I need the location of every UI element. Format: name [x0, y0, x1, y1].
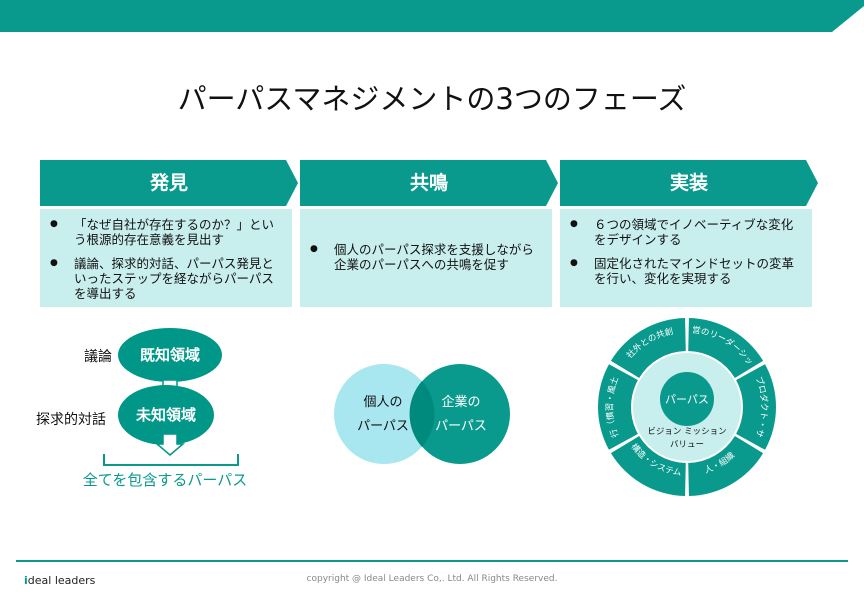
bullet-item: 議論、探求的対話、パーパス発見といったステップを経ながらパーパスを導出する [40, 256, 292, 301]
bullet-item: ６つの領域でイノベーティブな変化をデザインする [560, 217, 812, 247]
venn-left-line2: パーパス [357, 419, 409, 434]
implementation-wheel: 経営のリーダーシップ事業・プロダクト・サービス人・組織構造・システム慣行（慣習・… [596, 316, 776, 496]
venn-right-line1: 企業の [441, 395, 481, 410]
purpose-core [660, 372, 714, 426]
phase-description-resonance: 個人のパーパス探求を支援しながら企業のパーパスへの共鳴を促す [300, 209, 552, 307]
discussion-label: 議論 [84, 349, 112, 365]
encompassing-purpose-caption: 全てを包含するパーパス [82, 471, 248, 489]
company-logo: ideal leaders [24, 574, 95, 587]
phase-header-implementation: 実装 [560, 160, 818, 206]
dialogue-label: 探求的対話 [36, 412, 106, 428]
wheel-segment [610, 436, 686, 496]
wheel-segment [688, 436, 764, 496]
wheel-segment [610, 318, 686, 378]
wheel-segment [688, 318, 764, 378]
corporate-purpose-label: 企業の パーパス [426, 391, 496, 439]
bullet-item: 「なぜ自社が存在するのか？」という根源的存在意義を見出す [40, 217, 292, 247]
bracket [103, 454, 239, 466]
copyright-text: copyright @ Ideal Leaders Co,. Ltd. All … [306, 574, 558, 584]
footer-divider [16, 560, 848, 562]
top-banner [0, 0, 864, 32]
known-domain-oval: 既知領域 [118, 328, 222, 382]
venn-left-line1: 個人の [363, 395, 403, 410]
logo-text: deal leaders [27, 574, 96, 587]
phase-label: 発見 [149, 172, 188, 194]
venn-right-line2: パーパス [435, 419, 487, 434]
phase-header-resonance: 共鳴 [300, 160, 558, 206]
bullet-item: 固定化されたマインドセットの変革を行い、変化を実現する [560, 256, 812, 286]
phase-label: 共鳴 [409, 172, 448, 194]
value-label: バリュー [670, 440, 704, 450]
down-arrow-icon [155, 434, 185, 456]
phase-description-discovery: 「なぜ自社が存在するのか？」という根源的存在意義を見出す 議論、探求的対話、パー… [40, 209, 292, 307]
wheel-segment [736, 364, 776, 450]
individual-purpose-label: 個人の パーパス [348, 391, 418, 439]
phase-description-implementation: ６つの領域でイノベーティブな変化をデザインする 固定化されたマインドセットの変革… [560, 209, 812, 307]
page-title: パーパスマネジメントの3つのフェーズ [177, 82, 687, 116]
phase-header-discovery: 発見 [40, 160, 298, 206]
purpose-core-label: パーパス [665, 393, 709, 406]
venn-diagram [334, 364, 510, 464]
bullet-item: 個人のパーパス探求を支援しながら企業のパーパスへの共鳴を促す [300, 242, 552, 272]
logo-mark: i [24, 574, 28, 587]
vision-mission-label: ビジョン ミッション [647, 427, 726, 437]
wheel-segment [598, 364, 638, 450]
phase-label: 実装 [669, 172, 708, 194]
